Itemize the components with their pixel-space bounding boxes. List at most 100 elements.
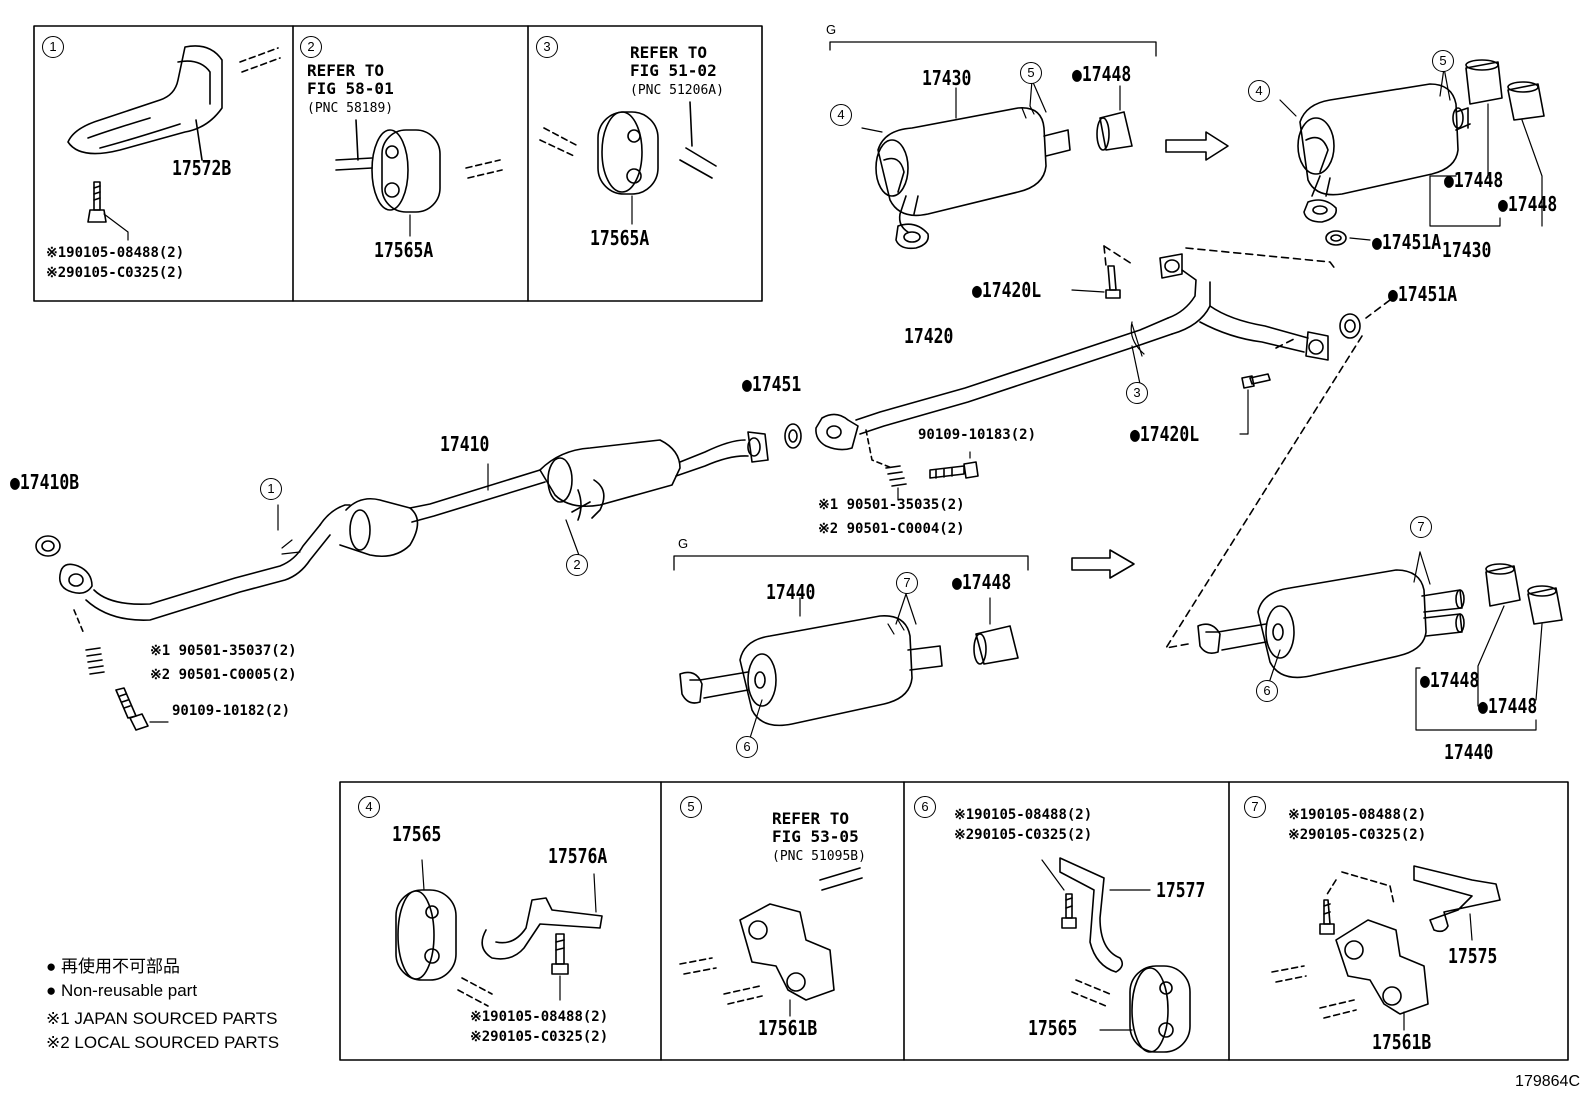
bracket-inset5: [679, 867, 863, 1017]
part-number-17565-inset6[interactable]: 17565: [1028, 1016, 1078, 1040]
part-number-17448-lower-left[interactable]: ●17448: [952, 570, 1012, 594]
part-number-17451A-right[interactable]: ●17451A: [1388, 282, 1458, 306]
group-bracket-upper: [829, 41, 1157, 57]
part-number-17448-lower-right-a[interactable]: ●17448: [1420, 668, 1480, 692]
legend-note-japan-sourced: ※1 JAPAN SOURCED PARTS: [46, 1009, 278, 1028]
bolt-part-number-1[interactable]: ※190105-08488(2): [1288, 807, 1427, 823]
callout-inset-2: 2: [300, 36, 322, 58]
callout-7-lower-right[interactable]: 7: [1410, 516, 1432, 538]
group-label-lower: G: [678, 536, 689, 551]
part-number-17451[interactable]: ●17451: [742, 372, 802, 396]
spring-part-number-japan-center[interactable]: ※1 90501-35035(2): [818, 497, 965, 513]
inset-frame-bottom: [339, 781, 1569, 1061]
bolt-part-number-2[interactable]: ※290105-C0325(2): [470, 1029, 609, 1045]
callout-inset-4: 4: [358, 796, 380, 818]
tailpipe-17448-upper-right-b: [1507, 81, 1545, 121]
tailpipe-17448-lower-right-a: [1485, 563, 1521, 607]
muffler-17440-left: [679, 615, 943, 727]
part-number-17448-upper-left[interactable]: ●17448: [1072, 62, 1132, 86]
callout-inset-1: 1: [42, 36, 64, 58]
callout-4-upper-left[interactable]: 4: [830, 104, 852, 126]
group-bracket-lower: [673, 555, 1029, 571]
part-number-17575[interactable]: 17575: [1448, 944, 1498, 968]
callout-2[interactable]: 2: [566, 554, 588, 576]
pnc-reference: (PNC 58189): [307, 101, 394, 116]
part-number-17565A-inset2[interactable]: 17565A: [374, 238, 434, 262]
gasket-17451A-top: [1325, 230, 1347, 246]
tailpipe-17448-upper-right-a: [1465, 59, 1503, 105]
spring-part-number-japan-front[interactable]: ※1 90501-35037(2): [150, 643, 297, 659]
callout-inset-7: 7: [1244, 796, 1266, 818]
refer-to-fig-53-05[interactable]: REFER TO FIG 53-05 (PNC 51095B): [772, 810, 866, 866]
center-spring-bolt: [885, 451, 979, 501]
gasket-17451A-right: [1339, 313, 1361, 339]
group-label-upper: G: [826, 22, 837, 37]
bolt-part-number-2[interactable]: ※290105-C0325(2): [1288, 827, 1427, 843]
hanger-inset2: [335, 119, 503, 237]
hanger-inset3: [539, 101, 717, 225]
part-number-17410B[interactable]: ●17410B: [10, 470, 80, 494]
bolt-part-number-1[interactable]: ※190105-08488(2): [470, 1009, 609, 1025]
callout-6-lower-right[interactable]: 6: [1256, 680, 1278, 702]
part-number-17576A[interactable]: 17576A: [548, 844, 608, 868]
callout-7-lower-left[interactable]: 7: [896, 572, 918, 594]
refer-line-2: FIG 53-05: [772, 827, 859, 846]
bracket-inset7: [1271, 865, 1501, 1031]
bolt-part-number-front[interactable]: 90109-10182(2): [172, 703, 291, 719]
part-number-17420[interactable]: 17420: [904, 324, 954, 348]
part-number-17577[interactable]: 17577: [1156, 878, 1206, 902]
part-number-17572B[interactable]: 17572B: [172, 156, 232, 180]
refer-line-1: REFER TO: [630, 43, 708, 62]
bracket-inset6: [1041, 857, 1191, 1053]
spring-part-number-local-center[interactable]: ※2 90501-C0004(2): [818, 521, 965, 537]
callout-5-upper-left[interactable]: 5: [1020, 62, 1042, 84]
figure-code: 179864C: [1515, 1073, 1580, 1090]
callout-5-upper-right[interactable]: 5: [1432, 50, 1454, 72]
part-number-17451A-top[interactable]: ●17451A: [1372, 230, 1442, 254]
legend-non-reusable-jp: ● 再使用不可部品: [46, 957, 180, 976]
muffler-17430-left: [875, 105, 1071, 250]
bolt-inset1: [87, 181, 129, 241]
part-number-17440-left[interactable]: 17440: [766, 580, 816, 604]
tailpipe-17448-lower-left: [973, 625, 1019, 665]
arrow-lower: [1071, 549, 1135, 579]
inset-frame-top: [33, 25, 763, 302]
refer-to-fig-51-02[interactable]: REFER TO FIG 51-02 (PNC 51206A): [630, 44, 724, 100]
bolt-part-number-center[interactable]: 90109-10183(2): [918, 427, 1037, 443]
bolt-part-number-1[interactable]: ※190105-08488(2): [954, 807, 1093, 823]
part-number-17420L-bottom[interactable]: ●17420L: [1130, 422, 1200, 446]
bolt-17420L-bottom: [1239, 373, 1271, 435]
callout-3[interactable]: 3: [1126, 382, 1148, 404]
part-number-17430-right[interactable]: 17430: [1442, 238, 1492, 262]
refer-line-1: REFER TO: [772, 809, 850, 828]
legend-note-local-sourced: ※2 LOCAL SOURCED PARTS: [46, 1033, 280, 1052]
heat-insulator-drawing: [67, 45, 223, 161]
spring-part-number-local-front[interactable]: ※2 90501-C0005(2): [150, 667, 297, 683]
part-number-17565-inset4[interactable]: 17565: [392, 822, 442, 846]
callout-1[interactable]: 1: [260, 478, 282, 500]
callout-4-upper-right[interactable]: 4: [1248, 80, 1270, 102]
bolt-part-number-2[interactable]: ※290105-C0325(2): [46, 265, 185, 281]
refer-line-1: REFER TO: [307, 61, 385, 80]
muffler-17440-right: [1197, 569, 1465, 679]
part-number-17448-lower-right-b[interactable]: ●17448: [1478, 694, 1538, 718]
part-number-17565A-inset3[interactable]: 17565A: [590, 226, 650, 250]
part-number-17561B-inset7[interactable]: 17561B: [1372, 1030, 1432, 1054]
refer-to-fig-58-01[interactable]: REFER TO FIG 58-01 (PNC 58189): [307, 62, 394, 118]
part-number-17448-upper-right-b[interactable]: ●17448: [1498, 192, 1558, 216]
part-number-17440-right[interactable]: 17440: [1444, 740, 1494, 764]
bolt-part-number-1[interactable]: ※190105-08488(2): [46, 245, 185, 261]
bolt-17420L-top: [1071, 265, 1121, 299]
front-pipe-17410: [35, 431, 769, 621]
part-number-17561B-inset5[interactable]: 17561B: [758, 1016, 818, 1040]
bolt-part-number-2[interactable]: ※290105-C0325(2): [954, 827, 1093, 843]
part-number-17448-upper-right-a[interactable]: ●17448: [1444, 168, 1504, 192]
part-number-17410[interactable]: 17410: [440, 432, 490, 456]
callout-6-lower-left[interactable]: 6: [736, 736, 758, 758]
arrow-upper: [1165, 131, 1229, 161]
tailpipe-17448-lower-right-b: [1527, 585, 1563, 625]
part-number-17430-left[interactable]: 17430: [922, 66, 972, 90]
part-number-17420L-top[interactable]: ●17420L: [972, 278, 1042, 302]
